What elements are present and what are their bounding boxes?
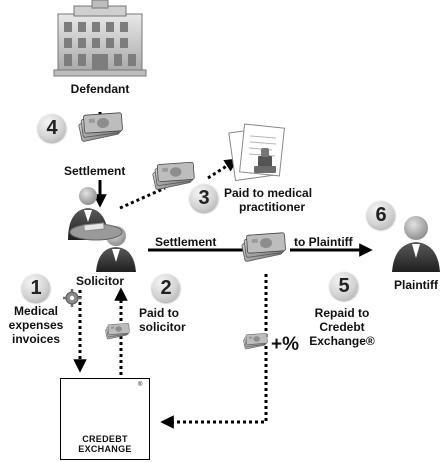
defendant-label: Defendant — [70, 82, 130, 96]
step-5-label-line-3: Exchange® — [309, 334, 375, 348]
step-1-label-line-3: invoices — [11, 332, 61, 346]
credebt-exchange-logo: ® CREDEBT EXCHANGE — [60, 378, 150, 460]
logo-text-credebt: CREDEBT — [82, 434, 128, 444]
step-5-label-line-2: Credebt — [319, 320, 365, 334]
step-2-label-line-1: Paid to — [139, 306, 180, 320]
building-icon — [53, 0, 147, 77]
step-2-label-line-2: solicitor — [139, 320, 186, 334]
logo-text-exchange: EXCHANGE — [78, 444, 132, 454]
arrow-money-to-medical — [207, 158, 239, 180]
solicitor-label: Solicitor — [75, 274, 124, 288]
money-stack-icon — [152, 161, 195, 191]
step-1-label-line-1: Medical — [13, 304, 58, 318]
step-1-label-line-2: expenses — [8, 318, 64, 332]
money-stack-icon — [242, 333, 268, 350]
step-4-label: Settlement — [64, 164, 126, 178]
step-6-badge: 6 — [367, 201, 395, 229]
step-5-label-line-1: Repaid to — [314, 306, 370, 320]
step-3-label-line-1: Paid to medical — [224, 186, 313, 200]
step-1-badge: 1 — [22, 274, 50, 302]
money-stack-icon — [241, 232, 287, 263]
step-2-badge: 2 — [152, 274, 180, 302]
step-4-badge: 4 — [38, 114, 66, 142]
money-stack-icon — [78, 112, 124, 143]
to-plaintiff-flow-label: to Plaintiff — [294, 235, 353, 249]
gear-icon — [63, 289, 81, 307]
step-5-badge: 5 — [330, 272, 358, 300]
settlement-flow-label: Settlement — [155, 235, 217, 249]
arrow-solicitor-to-medical — [119, 186, 166, 210]
logo-trademark: ® — [138, 382, 143, 388]
plaintiff-label: Plaintiff — [394, 278, 438, 292]
businessman-icon — [68, 187, 136, 272]
percent-label: +% — [271, 334, 299, 355]
medical-documents-icon — [228, 123, 285, 182]
step-3-badge: 3 — [190, 184, 218, 212]
arrow-repaid-to-credebt — [160, 274, 268, 429]
money-stack-icon — [104, 323, 130, 340]
businessman-icon — [392, 216, 440, 272]
step-3-label-line-2: practitioner — [238, 200, 305, 214]
